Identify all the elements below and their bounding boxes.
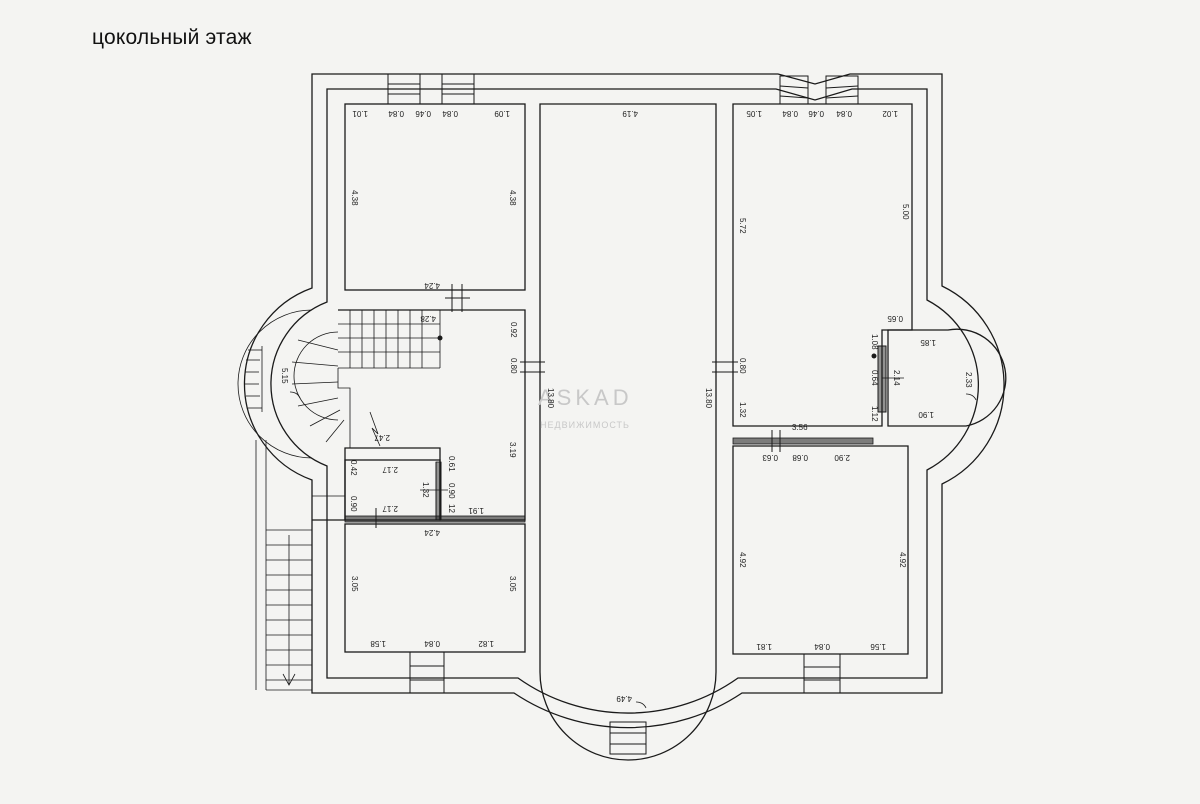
window-se	[803, 653, 841, 694]
dim-center-left: 13.80	[546, 388, 555, 409]
dim-se-bottom-c: 1.56	[870, 642, 886, 651]
window-south-center	[609, 721, 647, 755]
hall-left-zone	[312, 309, 526, 521]
watermark-subtitle: НЕДВИЖИМОСТЬ	[540, 420, 630, 430]
dim-center-top: 4.19	[622, 109, 638, 118]
dim-stair-width: 4.28	[420, 314, 436, 323]
dim-se-right: 4.92	[898, 552, 907, 568]
dim-sw-bottom-a: 1.58	[370, 639, 386, 648]
dim-center-right: 13.80	[704, 388, 713, 409]
dim-wc-bottom: 2.17	[382, 504, 398, 513]
dim-wc-top: 2.17	[382, 465, 398, 474]
outer-curved-stair	[245, 346, 263, 412]
dim-hall-door: 0.80	[509, 358, 518, 374]
dim-se-bottom-b: 0.84	[814, 642, 830, 651]
dim-nw-bottom: 4.24	[424, 281, 440, 290]
dim-nw-top-d: 0.84	[442, 109, 458, 118]
bay-door	[877, 345, 887, 413]
dim-nw-right: 4.38	[508, 190, 517, 206]
dim-hall-bottom: 1.91	[468, 506, 484, 515]
room-nw	[344, 103, 526, 291]
dim-ne-top-e: 1.02	[882, 109, 898, 118]
dim-nw-top-c: 0.46	[415, 109, 431, 118]
dim-ne-top-b: 0.84	[782, 109, 798, 118]
dim-sw-bottom-b: 0.84	[424, 639, 440, 648]
dim-bay-bottom: 1.90	[918, 410, 934, 419]
dim-wc-left-a: 0.42	[349, 460, 358, 476]
stair-newel	[437, 335, 443, 341]
door-center-left	[520, 361, 545, 373]
dim-arc-right: 2.33	[964, 372, 973, 388]
hatched-partition-wc	[435, 461, 442, 521]
dim-hall-side: 3.19	[508, 442, 517, 458]
dim-se-top-a: 0.63	[762, 453, 778, 462]
dim-nw-left: 4.38	[350, 190, 359, 206]
dim-ne-right: 5.00	[901, 204, 910, 220]
arc-dimension-left	[289, 391, 301, 399]
dim-bay-a: 1.08	[870, 334, 879, 350]
room-ne	[732, 103, 913, 427]
dim-wc-right-a: 0.61	[447, 456, 456, 472]
dim-ne-top-d: 0.84	[836, 109, 852, 118]
window-sw	[409, 651, 445, 694]
hatched-partition-south	[344, 515, 526, 523]
dim-ne-low: 1.32	[738, 402, 747, 418]
dim-hall-top: 0.92	[509, 322, 518, 338]
dim-se-bottom-a: 1.81	[756, 642, 772, 651]
dim-sw-left: 3.05	[350, 576, 359, 592]
dim-nw-top-a: 1.01	[352, 109, 368, 118]
arc-dimension-right	[965, 393, 977, 401]
main-staircase	[237, 309, 441, 459]
window-ne-2	[825, 75, 859, 105]
room-bay	[887, 328, 1007, 427]
watermark-logo: ASKAD	[538, 385, 633, 410]
inner-wall-outline	[270, 88, 980, 714]
dim-ne-top-a: 1.05	[746, 109, 762, 118]
west-external-stair	[255, 440, 312, 691]
window-nw-1	[387, 73, 421, 105]
window-nw-2	[441, 73, 475, 105]
arc-dimension-center	[635, 701, 647, 709]
bay-newel	[871, 353, 877, 359]
room-se	[732, 445, 909, 655]
dim-sw-bottom-c: 1.82	[478, 639, 494, 648]
dim-hall-small: 12	[447, 504, 456, 513]
page-title: цокольный этаж	[92, 26, 252, 49]
dim-ne-notch: 0.65	[887, 314, 903, 323]
dim-arc-left: 5.15	[280, 368, 289, 384]
door-nw	[445, 284, 470, 312]
dim-nw-top-b: 0.84	[388, 109, 404, 118]
door-center-right	[712, 361, 738, 373]
dim-se-top-b: 0.68	[792, 453, 808, 462]
dim-bay-c: 1.12	[870, 406, 879, 422]
dim-se-top-c: 2.90	[834, 453, 850, 462]
dim-nw-top-e: 1.09	[494, 109, 510, 118]
dim-wc-height: 1.32	[421, 482, 430, 498]
dim-bay-b: 0.64	[870, 370, 879, 386]
dim-ne-door: 0.80	[738, 358, 747, 374]
dim-ne-left: 5.72	[738, 218, 747, 234]
dim-sw-right: 3.05	[508, 576, 517, 592]
dim-bay-top: 1.85	[920, 338, 936, 347]
dim-se-left: 4.92	[738, 552, 747, 568]
outer-wall-outline	[243, 73, 1005, 729]
hatched-partition-east	[732, 437, 874, 445]
dim-wc-right-b: 0.90	[447, 483, 456, 499]
window-ne-1	[779, 75, 809, 105]
dim-ne-bottom: 3.56	[792, 423, 808, 432]
room-sw	[344, 523, 526, 653]
dim-stair-run: 2.47	[374, 433, 390, 442]
dim-center-bottom: 4.49	[616, 694, 632, 703]
room-center	[539, 103, 717, 761]
dim-wc-left-b: 0.90	[349, 496, 358, 512]
dim-ne-top-c: 0.46	[808, 109, 824, 118]
dim-bay-height: 2.14	[892, 370, 901, 386]
dim-sw-top: 4.24	[424, 528, 440, 537]
